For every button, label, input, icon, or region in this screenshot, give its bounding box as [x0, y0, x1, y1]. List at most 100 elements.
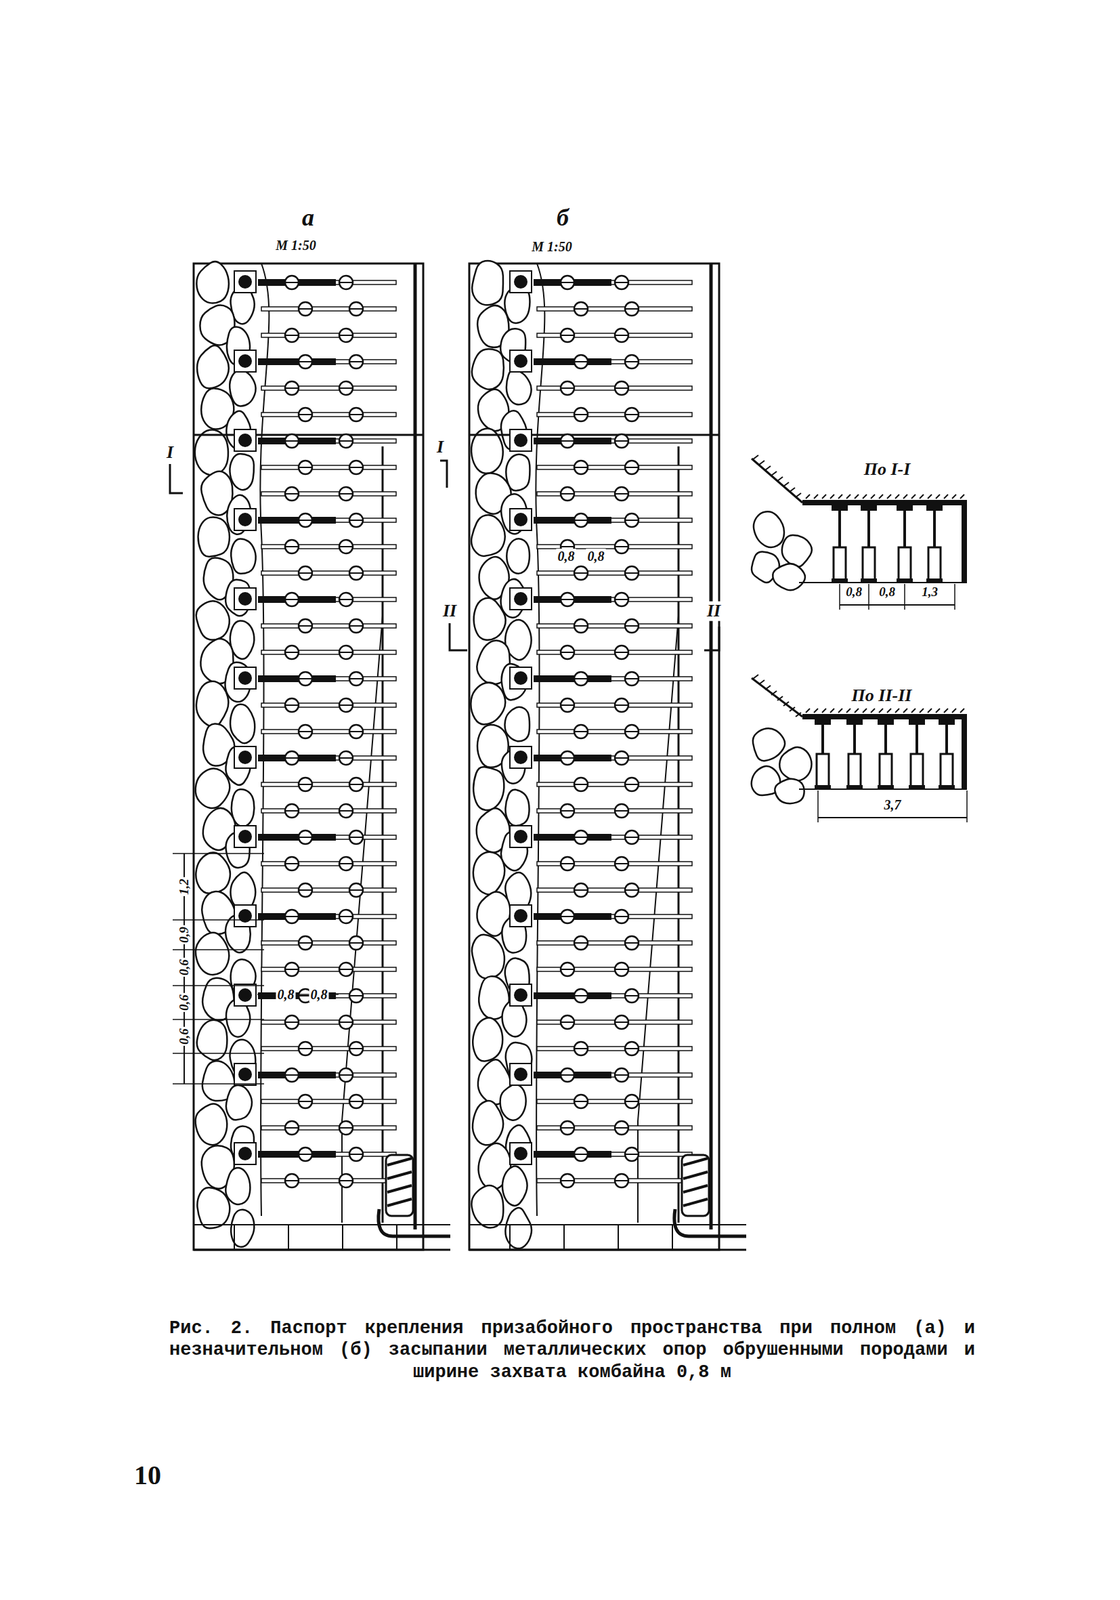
prop-cross — [349, 783, 363, 785]
hydraulic-beam — [533, 833, 612, 841]
prop-symbol — [349, 566, 363, 580]
shearer-drum — [681, 1154, 709, 1216]
hydraulic-beam — [533, 516, 612, 524]
rock-fragment — [226, 1084, 252, 1120]
prop-base — [860, 578, 877, 583]
stand-prop — [513, 829, 528, 844]
hatching — [838, 494, 843, 499]
rock-fragment — [195, 768, 231, 808]
prop-cross — [285, 1073, 299, 1076]
rock-fragment — [197, 1019, 228, 1060]
prop-symbol — [349, 830, 363, 844]
prop-symbol — [349, 618, 363, 633]
prop-symbol — [285, 539, 299, 554]
prop-cross — [298, 1047, 313, 1049]
prop-symbol — [298, 1147, 313, 1161]
hatching — [927, 708, 932, 713]
prop-base — [814, 784, 831, 789]
prop-cylinder — [816, 753, 829, 787]
stand-prop — [238, 512, 252, 527]
stand-frame — [234, 825, 256, 848]
dimension-label: 1,3 — [920, 585, 940, 600]
prop-symbol — [339, 592, 353, 607]
extension-line — [868, 583, 870, 610]
face-wall — [961, 716, 967, 789]
drum-spiral — [683, 1185, 708, 1192]
rock-fragment — [505, 706, 531, 741]
prop-cylinder — [940, 753, 953, 787]
prop-cross — [560, 757, 575, 759]
prop-cross — [625, 994, 639, 997]
prop-cross — [625, 1047, 639, 1049]
rock-fragment — [196, 681, 229, 727]
prop-symbol — [298, 407, 313, 422]
hydraulic-beam — [257, 833, 336, 841]
hatching — [960, 708, 965, 713]
hydraulic-beam — [257, 358, 336, 365]
prop-cross — [349, 1100, 363, 1102]
prop-symbol — [574, 671, 588, 686]
prop-cross — [349, 572, 363, 574]
prop-cross — [574, 1153, 588, 1155]
canopy-beam — [536, 570, 693, 575]
hatching — [813, 708, 818, 713]
panel-frame — [193, 263, 424, 1250]
dimension-label: 0,8 — [276, 986, 296, 1002]
face-wall — [961, 502, 967, 583]
hatching — [813, 494, 818, 499]
rock-fragment — [229, 453, 254, 490]
drift-line — [193, 1223, 451, 1225]
stand-frame — [234, 587, 256, 610]
canopy-beam — [261, 966, 397, 972]
prop-symbol — [298, 566, 313, 580]
prop-symbol — [285, 1015, 299, 1029]
face-plan — [469, 260, 747, 1250]
rock-fragment — [472, 1017, 503, 1062]
prop-symbol — [285, 645, 299, 659]
stand-prop — [238, 987, 252, 1002]
hatching — [911, 708, 916, 713]
prop-cross — [285, 334, 299, 336]
prop-cross — [285, 1179, 299, 1181]
prop-symbol — [574, 988, 588, 1003]
prop-symbol — [298, 777, 313, 791]
drum-spiral — [387, 1157, 412, 1165]
rock-fragment — [225, 1167, 250, 1204]
dimension-line — [839, 604, 955, 606]
prop-cross — [285, 651, 299, 653]
prop-cross — [285, 1126, 299, 1129]
hatching — [789, 706, 795, 712]
hatching — [862, 494, 867, 499]
prop-symbol — [614, 698, 629, 712]
prop-stem — [915, 724, 919, 756]
stand-frame — [234, 270, 256, 293]
prop-symbol — [560, 434, 575, 448]
rock-fragment — [473, 851, 505, 895]
rock-fragment — [772, 563, 806, 590]
face-plan — [193, 261, 451, 1250]
prop-cap — [877, 719, 894, 725]
prop-cross — [625, 783, 639, 785]
prop-symbol — [349, 407, 363, 422]
prop-symbol — [285, 803, 299, 818]
extension-line — [172, 852, 265, 854]
prop-cross — [560, 545, 575, 548]
stand-frame — [509, 587, 532, 610]
prop-cross — [560, 915, 575, 917]
prop-symbol — [349, 1094, 363, 1108]
hatching — [805, 708, 810, 713]
prop-cross — [339, 440, 353, 442]
prop-cross — [298, 360, 313, 363]
stand-prop — [238, 829, 252, 844]
stand-frame — [509, 350, 532, 372]
prop-symbol — [614, 645, 629, 659]
prop-cross — [285, 440, 299, 442]
prop-symbol — [285, 909, 299, 923]
hatching — [919, 708, 924, 713]
prop-symbol — [625, 460, 639, 475]
prop-stem — [867, 510, 871, 549]
prop-symbol — [625, 988, 639, 1003]
prop-cross — [560, 1126, 575, 1129]
prop-symbol — [339, 909, 353, 923]
stand-prop — [238, 274, 252, 289]
